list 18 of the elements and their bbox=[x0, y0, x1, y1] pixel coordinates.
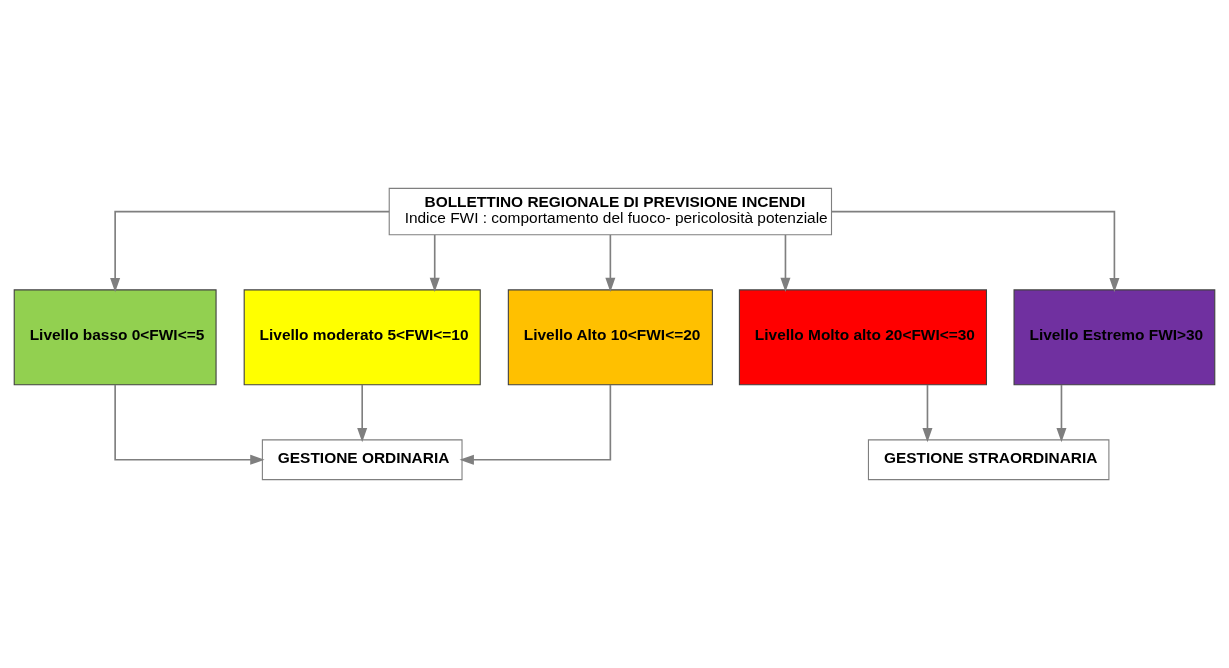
arrow bbox=[922, 384, 933, 443]
arrow bbox=[429, 234, 440, 293]
node-box: Livello Alto 10<FWI<=20 bbox=[507, 289, 713, 386]
node-box: Livello Molto alto 20<FWI<=30 bbox=[738, 289, 987, 386]
arrow bbox=[780, 234, 791, 293]
arrow bbox=[459, 384, 612, 465]
node-box: GESTIONE STRAORDINARIA bbox=[867, 439, 1110, 481]
arrow bbox=[114, 384, 265, 465]
arrow bbox=[1056, 384, 1067, 443]
arrow bbox=[605, 234, 616, 293]
node-box: BOLLETTINO REGIONALE DI PREVISIONE INCENDI Indice FWI : comportamento del fuoco- pericolosità potenziale bbox=[388, 187, 833, 236]
arrow bbox=[831, 210, 1120, 293]
node-box: Livello Estremo FWI>30 bbox=[1013, 289, 1216, 386]
node-box: Livello basso 0<FWI<=5 bbox=[13, 289, 217, 386]
node-box: GESTIONE ORDINARIA bbox=[261, 439, 463, 481]
arrow bbox=[357, 384, 368, 443]
node-box: Livello moderato 5<FWI<=10 bbox=[243, 289, 481, 386]
arrow bbox=[110, 210, 390, 293]
